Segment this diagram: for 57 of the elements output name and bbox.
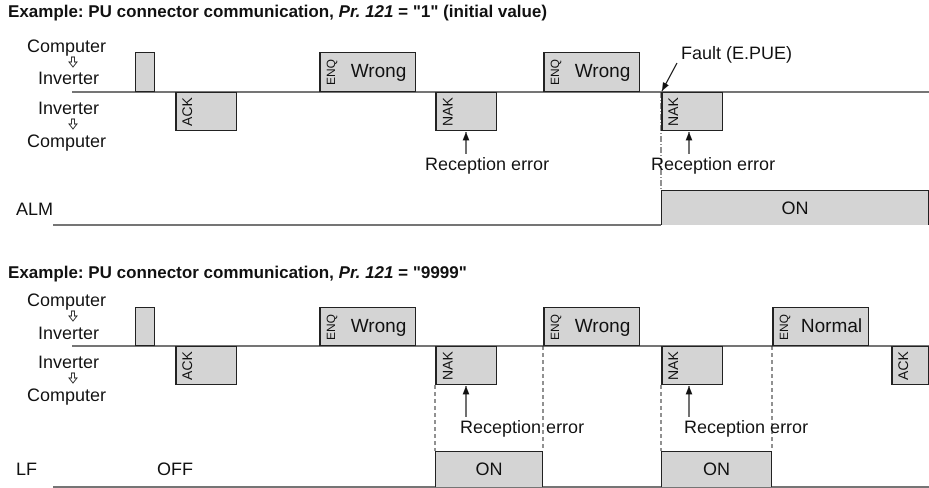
signal-name: Inverter xyxy=(38,353,100,371)
frame-box xyxy=(543,307,640,346)
leader-arrow xyxy=(686,386,692,417)
signal-pulse xyxy=(135,52,155,92)
frame-box xyxy=(319,52,416,92)
frame-box xyxy=(435,346,497,385)
frame-code: ENQ xyxy=(320,308,342,345)
frame-code: ENQ xyxy=(773,308,795,345)
frame-code: NAK xyxy=(436,93,459,130)
frame-box xyxy=(772,307,869,346)
leader-arrow xyxy=(686,132,692,154)
frame-code: ACK xyxy=(892,347,914,384)
signal-name: ALM xyxy=(16,200,54,218)
signal-name: Computer xyxy=(27,291,106,309)
signal-name: Computer xyxy=(27,37,106,55)
section-heading: Example: PU connector communication, Pr. 121 = "9999" xyxy=(8,264,467,282)
frame-box xyxy=(175,92,237,131)
signal-name: Inverter xyxy=(38,69,100,87)
leader-arrow xyxy=(661,62,678,92)
frame-data: Wrong xyxy=(574,60,632,84)
signal-name: LF xyxy=(16,460,38,478)
signal-name: Inverter xyxy=(38,99,100,117)
frame-code: ENQ xyxy=(544,308,566,345)
leader-arrow xyxy=(462,386,470,417)
signal-pulse xyxy=(135,307,155,346)
signal-name: Computer xyxy=(27,386,106,404)
annotation-text: Fault (E.PUE) xyxy=(681,44,792,62)
signal-on-band: ON xyxy=(661,190,929,225)
frame-code: ACK xyxy=(176,93,198,130)
frame-box xyxy=(175,346,237,385)
annotation-text: Reception error xyxy=(460,418,584,436)
annotation-text: Reception error xyxy=(425,155,550,173)
annotation-text: Reception error xyxy=(651,155,776,173)
signal-on-band: ON xyxy=(435,451,543,487)
leader-arrow xyxy=(462,132,470,154)
signal-on-band: ON xyxy=(661,451,772,487)
frame-code: ENQ xyxy=(320,53,342,91)
frame-box xyxy=(661,346,723,385)
state-label: OFF xyxy=(157,460,193,478)
frame-code: ACK xyxy=(176,347,198,384)
frame-box xyxy=(661,92,723,131)
frame-code: NAK xyxy=(662,347,684,384)
frame-code: ENQ xyxy=(544,53,566,91)
frame-box xyxy=(891,346,929,385)
frame-box xyxy=(435,92,497,131)
frame-data: Wrong xyxy=(574,314,632,338)
frame-code: NAK xyxy=(436,347,459,384)
frame-box xyxy=(543,52,640,92)
frame-box xyxy=(319,307,416,346)
frame-data: Wrong xyxy=(350,314,408,338)
frame-data: Normal xyxy=(800,314,864,338)
section-heading: Example: PU connector communication, Pr. 121 = "1" (initial value) xyxy=(8,3,548,21)
frame-code: NAK xyxy=(662,93,684,130)
signal-name: Inverter xyxy=(38,324,100,342)
frame-data: Wrong xyxy=(350,60,408,84)
annotation-text: Reception error xyxy=(684,418,808,436)
signal-name: Computer xyxy=(27,132,106,150)
